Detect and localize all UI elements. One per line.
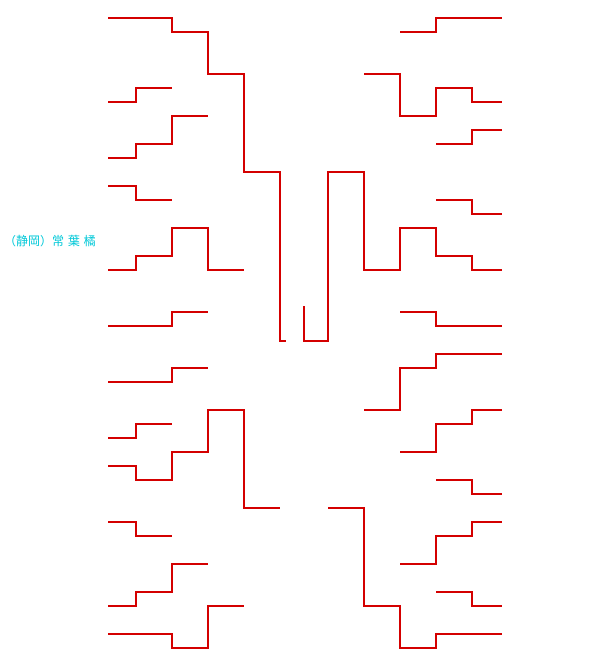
- bracket-line-19: [364, 353, 502, 411]
- bracket-lines: [108, 17, 502, 649]
- bracket-line-6: [108, 311, 208, 327]
- bracket-line-24: [436, 591, 502, 607]
- bracket-line-13: [303, 171, 502, 342]
- bracket-line-5: [108, 227, 244, 271]
- bracket-line-1: [108, 17, 286, 342]
- bracket-line-22: [328, 507, 502, 649]
- bracket-line-3: [108, 115, 208, 159]
- bracket-line-7: [108, 367, 208, 383]
- bracket-line-23: [400, 521, 502, 565]
- bracket-line-16: [436, 129, 502, 145]
- bracket-line-12: [108, 605, 244, 649]
- champion-label: （静岡）常 葉 橘: [4, 234, 96, 248]
- bracket-line-11: [108, 563, 208, 607]
- bracket-line-15: [364, 73, 502, 117]
- bracket-line-17: [436, 199, 502, 215]
- bracket-line-21: [436, 479, 502, 495]
- bracket-line-10: [108, 521, 172, 537]
- bracket-line-20: [400, 409, 502, 453]
- bracket-line-2: [108, 87, 172, 103]
- bracket-line-4: [108, 185, 172, 201]
- bracket-line-18: [400, 311, 502, 327]
- bracket-line-9: [108, 409, 280, 509]
- bracket-line-14: [400, 17, 502, 33]
- bracket-line-8: [108, 423, 172, 439]
